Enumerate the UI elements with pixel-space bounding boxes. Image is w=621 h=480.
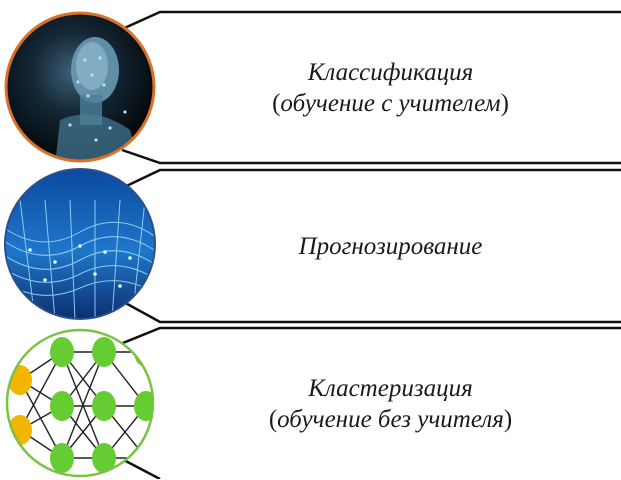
subtitle-text-classification: обучение с учителем <box>280 90 501 117</box>
subtitle-text-clustering: обучение без учителя <box>277 406 504 433</box>
block-title-forecasting: Прогнозирование <box>298 232 483 260</box>
neural-network-image <box>5 328 155 478</box>
block-outline-1 <box>119 10 621 165</box>
block-classification: Классификация (обучение с учителем) <box>160 12 621 164</box>
block-title-clustering: Кластеризация <box>308 375 473 402</box>
block-forecasting: Прогнозирование <box>160 170 621 322</box>
block-subtitle-classification: (обучение с учителем) <box>272 90 509 117</box>
face-data-points-image <box>4 11 156 163</box>
block-title-classification: Классификация <box>307 59 474 86</box>
block-clustering: Кластеризация (обучение без учителя) <box>160 328 621 480</box>
block-outline-3 <box>117 326 621 479</box>
block-outline-2 <box>117 168 621 324</box>
block-subtitle-clustering: (обучение без учителя) <box>268 406 513 433</box>
image-ring-2 <box>4 168 156 320</box>
image-ring-3 <box>5 328 155 478</box>
digital-wave-image <box>4 168 156 320</box>
image-ring-1 <box>4 11 156 163</box>
